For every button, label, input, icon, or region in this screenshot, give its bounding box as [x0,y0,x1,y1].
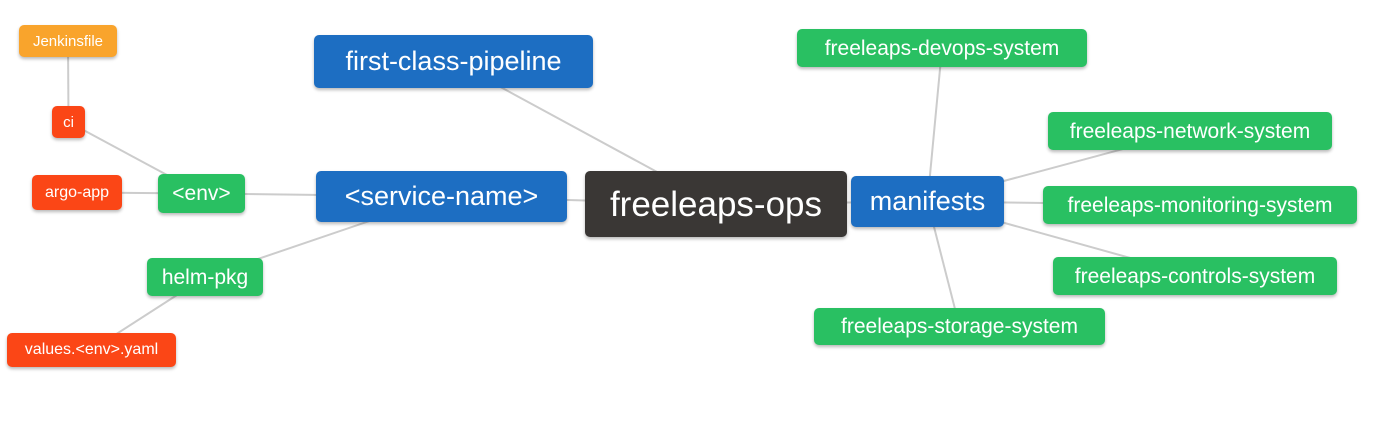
node-manifests[interactable]: manifests [851,176,1004,227]
node-service-name[interactable]: <service-name> [316,171,567,222]
node-ci[interactable]: ci [52,106,85,138]
node-values-env-yaml[interactable]: values.<env>.yaml [7,333,176,367]
node-freeleaps-monitoring-system[interactable]: freeleaps-monitoring-system [1043,186,1357,224]
node-helm-pkg[interactable]: helm-pkg [147,258,263,296]
node-jenkinsfile[interactable]: Jenkinsfile [19,25,117,57]
node-argo-app[interactable]: argo-app [32,175,122,210]
node-freeleaps-controls-system[interactable]: freeleaps-controls-system [1053,257,1337,295]
node-freeleaps-devops-system[interactable]: freeleaps-devops-system [797,29,1087,67]
edge-manifests-to-freeleaps-devops-system [926,47,943,202]
node-env[interactable]: <env> [158,174,245,213]
node-freeleaps-ops[interactable]: freeleaps-ops [585,171,847,237]
node-freeleaps-network-system[interactable]: freeleaps-network-system [1048,112,1332,150]
node-first-class-pipeline[interactable]: first-class-pipeline [314,35,593,88]
node-freeleaps-storage-system[interactable]: freeleaps-storage-system [814,308,1105,345]
